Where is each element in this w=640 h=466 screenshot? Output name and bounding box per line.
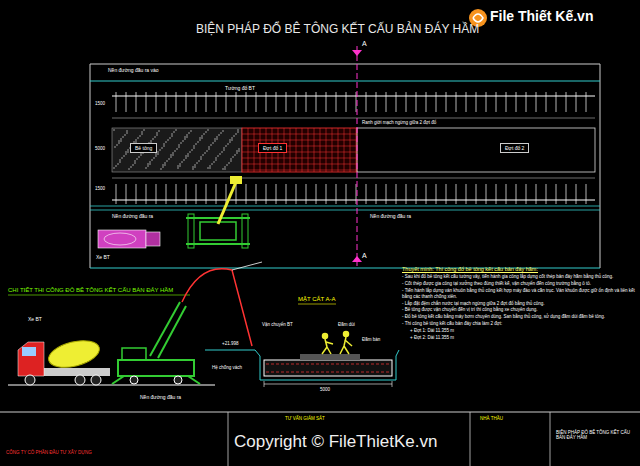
drawing-label: Ranh giới mạch ngừng giữa 2 đợt đổ xyxy=(362,120,436,125)
pour-zone-box: Bê tông xyxy=(130,143,157,153)
drawing-label: CÔNG TY CỔ PHẦN ĐẦU TƯ XÂY DỰNG xyxy=(6,450,92,455)
drawing-label: 5000 xyxy=(320,387,330,392)
drawing-label: 1500 xyxy=(95,186,105,191)
note-line: - Tiến hành lắp dựng ván khuôn bằng thủ … xyxy=(402,288,636,300)
drawing-label: Nền đường đầu ra vào xyxy=(108,67,159,73)
note-line: + Đợt 1: Dài 11.355 m xyxy=(410,328,636,334)
drawing-label: Tường đổ BT xyxy=(225,85,255,91)
drawing-label: A xyxy=(362,252,367,260)
note-line: - Cốt thép được gia công tại xưởng theo … xyxy=(402,281,636,287)
drawing-label: Xe BT xyxy=(28,316,42,322)
note-line: + Đợt 2: Dài 11.355 m xyxy=(410,335,636,341)
drawing-label: Vận chuyển BT xyxy=(262,322,293,327)
pour-zone-box: Đợt đổ 2 xyxy=(500,143,529,153)
drawing-label: MẶT CẮT A-A xyxy=(298,296,335,303)
note-line: - Lắp đặt đệm chắn nước tại mạch ngừng g… xyxy=(402,301,636,307)
drawing-label: 1500 xyxy=(95,101,105,106)
drawing-label: TƯ VẤN GIÁM SÁT xyxy=(285,416,325,421)
drawing-label: Nền đường đầu ra xyxy=(140,394,181,400)
drawing-label: Đầm bàn xyxy=(362,337,380,342)
zone-label: Đợt đổ 2 xyxy=(505,145,524,151)
drawing-label: Đầm dùi xyxy=(338,322,355,327)
note-line: - Đổ bê tông kết cấu bằng máy bơm chuyên… xyxy=(402,314,636,320)
drawing-label: A xyxy=(362,40,367,48)
drawing-label: Hệ chống vách xyxy=(212,365,242,370)
drawing-label: Copyright © FileThietKe.vn xyxy=(234,432,437,452)
drawing-label: Nền đường đầu ra xyxy=(112,213,153,219)
sheet-title: BIỆN PHÁP ĐỔ BÊ TÔNG KẾT CẤU BẢN ĐÁY HẦM xyxy=(196,22,479,36)
drawing-label: 5000 xyxy=(95,146,105,151)
drawing-label: BIỆN PHÁP ĐỔ BÊ TÔNG KẾT CẤU BẢN ĐÁY HẦM xyxy=(556,430,636,441)
drawing-label: NHÀ THẦU xyxy=(480,416,503,421)
drawing-label: Nền đường đầu ra xyxy=(370,213,411,219)
note-line: - Thi công bê tông kết cấu bản đáy chia … xyxy=(402,321,636,327)
note-line: Thuyết minh: Thi công đổ bê tông kết cấu… xyxy=(402,266,636,273)
notes-column: Thuyết minh: Thi công đổ bê tông kết cấu… xyxy=(402,266,636,342)
zone-label: Đợt đổ 1 xyxy=(263,145,282,151)
zone-label: Bê tông xyxy=(135,145,152,151)
drawing-label: File Thiết Kế.vn xyxy=(490,8,593,25)
drawing-label: +21.998 xyxy=(222,341,238,346)
note-line: - Bê tông được vận chuyển đến vị trí thi… xyxy=(402,307,636,313)
note-line: - Sau khi đổ bê tông kết cấu tường vây, … xyxy=(402,274,636,280)
pour-zone-box: Đợt đổ 1 xyxy=(258,143,287,153)
drawing-label: Xe BT xyxy=(96,254,110,260)
drawing-label: CHI TIẾT THI CÔNG ĐỔ BÊ TÔNG KẾT CẤU BẢN… xyxy=(8,287,173,294)
